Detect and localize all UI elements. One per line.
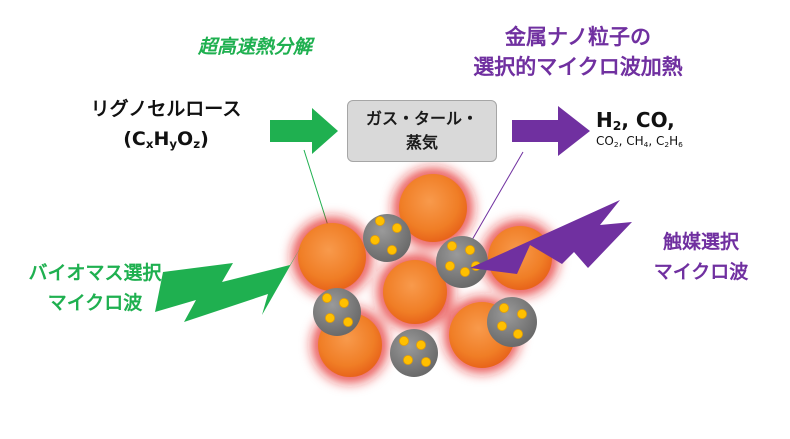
intermediate-pointer-line [471, 151, 524, 241]
intermediate-line1: ガス・タール・ [365, 109, 478, 128]
green-arrow [270, 108, 338, 154]
selective-heating-line2: 選択的マイクロ波加熱 [473, 55, 683, 79]
pyrolysis-label: 超高速熱分解 [197, 36, 312, 58]
lignocellulose-name: リグノセルロース [90, 98, 242, 120]
catalyst-mw-line1: 触媒選択 [662, 231, 739, 253]
minor-products: CO2, CH4, C2H6 [596, 134, 683, 149]
selective-heating-label: 金属ナノ粒子の 選択的マイクロ波加熱 [418, 22, 738, 82]
green-lightning-bolt [155, 245, 302, 322]
biomass-particle [383, 260, 447, 324]
lignocellulose-formula: (CxHyOz) [123, 128, 209, 151]
purple-lightning-bolt [470, 200, 632, 274]
nanoparticle [487, 297, 537, 347]
gas-tar-vapor-box: ガス・タール・ 蒸気 [347, 100, 497, 162]
nanoparticle [390, 329, 438, 377]
biomass-selective-microwave-label: バイオマス選択 マイクロ波 [0, 258, 190, 318]
biomass-particle [399, 174, 467, 242]
lignocellulose-label: リグノセルロース (CxHyOz) [66, 94, 266, 154]
catalyst-mw-line2: マイクロ波 [653, 261, 749, 283]
intermediate-line2: 蒸気 [405, 133, 438, 152]
purple-arrow [512, 106, 590, 156]
biomass-mw-line2: マイクロ波 [47, 292, 143, 314]
nanoparticle [436, 236, 488, 288]
catalyst-selective-microwave-label: 触媒選択 マイクロ波 [626, 227, 776, 287]
main-products: H2, CO, [596, 108, 675, 134]
selective-heating-line1: 金属ナノ粒子の [505, 25, 651, 49]
products-label: H2, CO, CO2, CH4, C2H6 [596, 108, 746, 148]
biomass-particle [298, 223, 366, 291]
nanoparticle [313, 288, 361, 336]
nanoparticle [363, 214, 411, 262]
biomass-mw-line1: バイオマス選択 [28, 262, 162, 284]
